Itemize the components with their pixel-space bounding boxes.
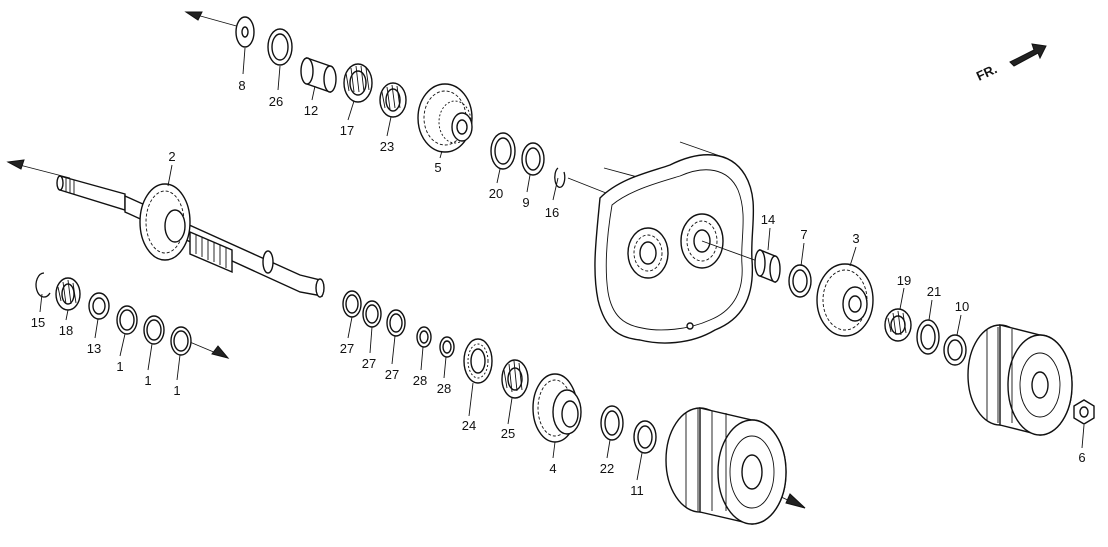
callout-1-c: 1 [173, 383, 180, 398]
part-3-gear [816, 263, 874, 337]
part-14-collar [754, 248, 781, 284]
callout-15: 15 [31, 315, 45, 330]
callout-2: 2 [168, 149, 175, 164]
mainshaft-group [6, 159, 325, 298]
part-23-needle-bearing [379, 82, 407, 118]
callout-26: 26 [269, 94, 283, 109]
callout-5: 5 [434, 160, 441, 175]
callout-7: 7 [800, 227, 807, 242]
part-27-shim-a [342, 290, 362, 318]
part-8-washer [235, 16, 255, 48]
part-6-nut [1073, 399, 1095, 425]
lower-left-parts [35, 272, 230, 359]
part-16-snap-ring [554, 167, 566, 188]
callout-22: 22 [600, 461, 614, 476]
callout-9: 9 [522, 195, 529, 210]
callout-18: 18 [59, 323, 73, 338]
right-side-parts [754, 248, 1095, 436]
callout-24: 24 [462, 418, 476, 433]
part-19-needle-bearing [884, 308, 912, 342]
callout-27-a: 27 [340, 341, 354, 356]
callout-28-a: 28 [413, 373, 427, 388]
direction-label: FR. [974, 61, 999, 83]
part-18-needle-bearing [55, 277, 81, 311]
callout-11: 11 [630, 483, 644, 498]
part-12-collar [300, 57, 337, 93]
callout-20: 20 [489, 186, 503, 201]
callout-27-c: 27 [385, 367, 399, 382]
transmission-housing [594, 141, 761, 344]
part-21-thrust-washer [916, 319, 940, 355]
part-22-thrust-washer [600, 405, 624, 441]
part-26-shim [267, 28, 293, 66]
part-11-washer [633, 420, 657, 454]
lower-middle-parts [342, 290, 806, 525]
part-17-needle-bearing [343, 63, 373, 103]
callout-1-a: 1 [116, 359, 123, 374]
part-7-washer [788, 264, 812, 298]
callout-25: 25 [501, 426, 515, 441]
callout-21: 21 [927, 284, 941, 299]
clutch-drum-upper [967, 324, 1073, 436]
part-28-shim-a [416, 326, 432, 348]
countershaft-group [184, 11, 607, 194]
part-4-gear [532, 373, 582, 443]
callout-labels: 8 26 12 17 23 5 20 9 16 2 14 7 3 19 21 1… [31, 78, 1086, 498]
part-25-needle-bearing [501, 359, 529, 399]
callout-28-b: 28 [437, 381, 451, 396]
housing-bearing-left [627, 227, 669, 279]
clutch-drum-lower [665, 407, 787, 525]
callout-13: 13 [87, 341, 101, 356]
part-27-shim-b [362, 300, 382, 328]
part-10-washer [943, 334, 967, 366]
part-2-mainshaft [56, 175, 325, 298]
leader-lines [39, 47, 1085, 481]
callout-6: 6 [1078, 450, 1085, 465]
callout-8: 8 [238, 78, 245, 93]
callout-23: 23 [380, 139, 394, 154]
callout-16: 16 [545, 205, 559, 220]
callout-14: 14 [761, 212, 775, 227]
part-15-snap-ring [35, 272, 51, 298]
callout-10: 10 [955, 299, 969, 314]
part-27-shim-c [386, 309, 406, 337]
part-1-shim-b [143, 315, 165, 345]
part-13-washer [88, 292, 110, 320]
part-1-shim-a [116, 305, 138, 335]
callout-17: 17 [340, 123, 354, 138]
callout-1-b: 1 [144, 373, 151, 388]
part-1-shim-c [170, 326, 192, 356]
callout-12: 12 [304, 103, 318, 118]
part-20-thrust-washer [490, 132, 516, 170]
callout-4: 4 [549, 461, 556, 476]
part-9-washer [521, 142, 545, 176]
part-24-thrust-washer [463, 338, 493, 384]
callout-19: 19 [897, 273, 911, 288]
part-5-gear [417, 83, 473, 153]
callout-3: 3 [852, 231, 859, 246]
callout-27-b: 27 [362, 356, 376, 371]
front-direction-indicator: FR. [974, 43, 1047, 84]
part-28-shim-b [439, 336, 455, 358]
front-arrow-icon [1009, 43, 1047, 67]
